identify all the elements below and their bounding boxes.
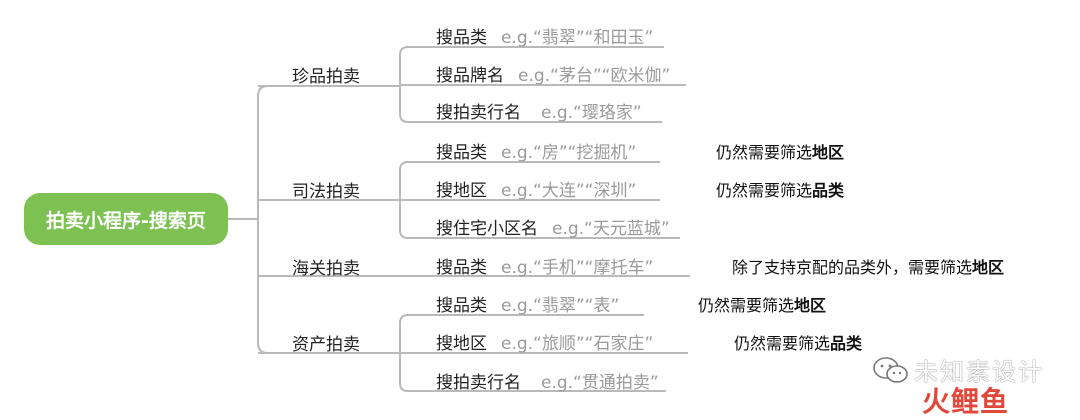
watermark-logo: 火鲤鱼 <box>922 385 1010 418</box>
watermark-text: 未知素设计 <box>914 358 1044 386</box>
leaf-example: e.g.“茅台”“欧米伽” <box>518 66 671 86</box>
note-bold: 品类 <box>830 334 863 353</box>
leaf-item: 搜品类 e.g.“手机”“摩托车” <box>436 253 653 278</box>
leaf-label: 搜住宅小区名 <box>436 219 538 239</box>
leaf-label: 搜地区 <box>436 181 487 201</box>
leaf-label: 搜品类 <box>436 296 487 316</box>
leaf-item: 搜品类 e.g.“翡翠”“表” <box>436 291 619 316</box>
note-bold: 地区 <box>972 258 1005 277</box>
category-haiguan: 海关拍卖 <box>292 259 360 279</box>
leaf-example: e.g.“翡翠”“和田玉” <box>501 28 654 48</box>
note: 除了支持京配的品类外，需要筛选地区 <box>732 254 1004 278</box>
root-node: 拍卖小程序-搜索页 <box>24 193 228 245</box>
note-text: 仍然需要筛选 <box>716 143 813 162</box>
note-text: 仍然需要筛选 <box>734 334 831 353</box>
leaf-item: 搜品类 e.g.“房”“挖掘机” <box>436 138 636 163</box>
leaf-item: 搜拍卖行名 e.g.“贯通拍卖” <box>436 368 659 393</box>
leaf-item: 搜品类 e.g.“翡翠”“和田玉” <box>436 23 653 48</box>
leaf-example: e.g.“贯通拍卖” <box>541 373 659 393</box>
note-bold: 地区 <box>794 296 827 315</box>
note: 仍然需要筛选品类 <box>734 330 862 354</box>
connector-spine <box>257 85 269 354</box>
note-bold: 品类 <box>812 181 845 200</box>
leaf-example: e.g.“旅顺”“石家庄” <box>501 334 654 354</box>
leaf-label: 搜拍卖行名 <box>436 103 521 123</box>
leaf-item: 搜地区 e.g.“大连”“深圳” <box>436 176 636 201</box>
leaf-item: 搜住宅小区名 e.g.“天元蓝城” <box>436 214 670 239</box>
root-label: 拍卖小程序-搜索页 <box>46 209 206 232</box>
wechat-icon <box>873 357 908 383</box>
leaf-label: 搜品类 <box>436 258 487 278</box>
leaf-label: 搜品类 <box>436 28 487 48</box>
leaf-label: 搜品牌名 <box>436 66 504 86</box>
leaf-item: 搜地区 e.g.“旅顺”“石家庄” <box>436 329 653 354</box>
note-text: 除了支持京配的品类外，需要筛选 <box>732 258 973 277</box>
category-zichan: 资产拍卖 <box>292 335 360 355</box>
watermark: 未知素设计 火鲤鱼 <box>872 350 1072 418</box>
leaf-example: e.g.“大连”“深圳” <box>501 181 637 201</box>
leaf-example: e.g.“天元蓝城” <box>552 219 670 239</box>
leaf-example: e.g.“翡翠”“表” <box>501 296 620 316</box>
leaf-item: 搜拍卖行名 e.g.“璎珞家” <box>436 98 642 123</box>
leaf-example: e.g.“璎珞家” <box>541 103 642 123</box>
leaf-label: 搜地区 <box>436 334 487 354</box>
note: 仍然需要筛选地区 <box>716 139 844 163</box>
leaf-label: 搜品类 <box>436 143 487 163</box>
note-text: 仍然需要筛选 <box>716 181 813 200</box>
note: 仍然需要筛选品类 <box>716 177 844 201</box>
category-sifa: 司法拍卖 <box>292 182 360 202</box>
leaf-label: 搜拍卖行名 <box>436 373 521 393</box>
leaf-example: e.g.“手机”“摩托车” <box>501 258 654 278</box>
category-zhenpin: 珍品拍卖 <box>292 67 360 87</box>
note-text: 仍然需要筛选 <box>698 296 795 315</box>
note: 仍然需要筛选地区 <box>698 292 826 316</box>
leaf-example: e.g.“房”“挖掘机” <box>501 143 637 163</box>
note-bold: 地区 <box>812 143 845 162</box>
leaf-item: 搜品牌名 e.g.“茅台”“欧米伽” <box>436 61 670 86</box>
